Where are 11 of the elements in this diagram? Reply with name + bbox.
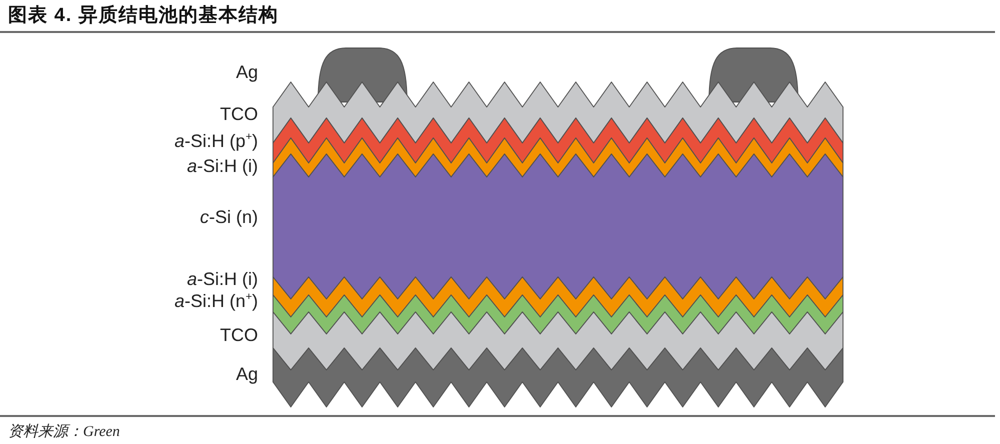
figure-title: 图表 4. 异质结电池的基本结构: [8, 4, 278, 28]
source-caption: 资料来源：Green: [8, 423, 120, 442]
layer-label: c-Si (n): [200, 207, 258, 228]
layer-label: a-Si:H (p$^{+}$): [174, 131, 258, 152]
layer-label: TCO: [220, 104, 258, 125]
layer-label: a-Si:H (n$^{+}$): [174, 291, 258, 312]
layer-label: TCO: [220, 325, 258, 346]
layer-label: a-Si:H (i): [186, 269, 258, 290]
layer-label: Ag: [236, 62, 258, 83]
layer-label: a-Si:H (i): [186, 156, 258, 177]
layer-label: Ag: [236, 364, 258, 385]
